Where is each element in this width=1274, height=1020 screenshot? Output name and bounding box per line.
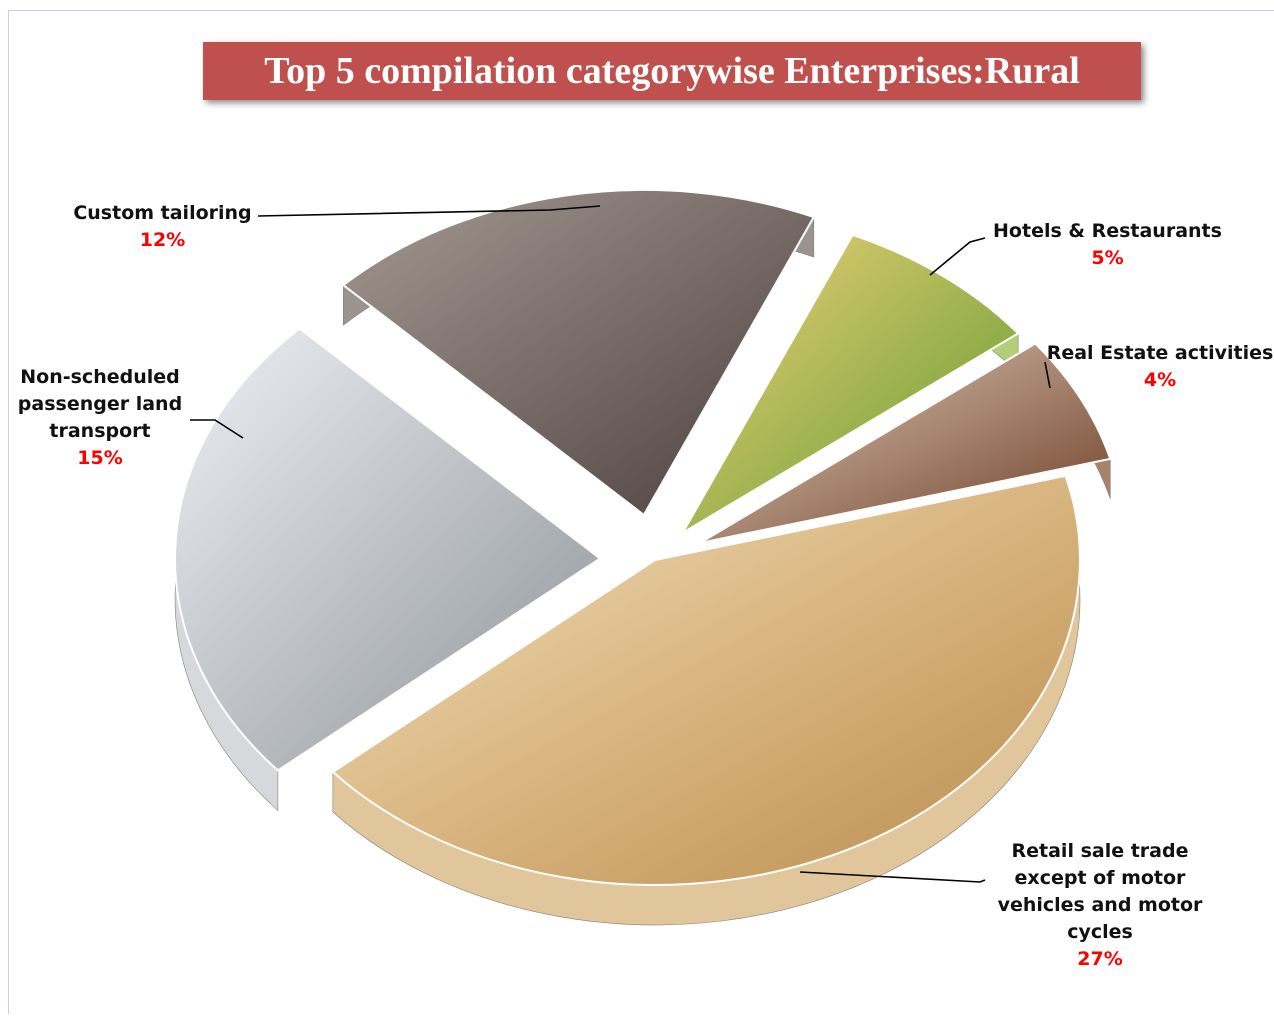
label-real-estate: Real Estate activities 4% — [1045, 340, 1274, 394]
label-retail-trade-line1: Retail sale trade — [1011, 840, 1189, 862]
label-retail-trade-line3: vehicles and motor — [997, 894, 1203, 916]
label-passenger-transport-line3: transport — [49, 420, 151, 442]
leader-custom-tailoring — [257, 205, 601, 217]
label-retail-trade-percent: 27% — [1077, 948, 1123, 970]
leader-real-estate — [1044, 361, 1051, 389]
label-passenger-transport-line1: Non-scheduled — [20, 366, 180, 388]
pie-slice-retail-trade — [331, 474, 1081, 886]
label-retail-trade-line4: cycles — [1067, 921, 1133, 943]
label-real-estate-percent: 4% — [1143, 369, 1177, 391]
label-hotels-restaurants-percent: 5% — [1091, 247, 1124, 269]
label-custom-tailoring-percent: 12% — [139, 229, 186, 251]
label-retail-trade: Retail sale trade except of motor vehicl… — [985, 838, 1215, 973]
leader-retail-trade — [799, 871, 986, 883]
chart-frame — [8, 10, 1274, 1014]
chart-title: Top 5 compilation categorywise Enterpris… — [203, 42, 1141, 100]
label-real-estate-name: Real Estate activities — [1046, 342, 1274, 364]
pie-slice-custom-tailoring — [341, 188, 816, 517]
pie-slice-real-estate — [699, 342, 1112, 544]
pie-slice-passenger-transport — [174, 327, 602, 772]
label-hotels-restaurants: Hotels & Restaurants 5% — [985, 218, 1230, 272]
label-passenger-transport: Non-scheduled passenger land transport 1… — [0, 364, 200, 472]
label-hotels-restaurants-name: Hotels & Restaurants — [993, 220, 1222, 242]
leader-passenger-transport — [190, 419, 244, 439]
leader-hotels-restaurants — [929, 237, 986, 276]
label-passenger-transport-line2: passenger land — [17, 393, 183, 415]
label-retail-trade-line2: except of motor — [1014, 867, 1186, 889]
label-custom-tailoring: Custom tailoring 12% — [60, 200, 265, 254]
label-custom-tailoring-name: Custom tailoring — [73, 202, 252, 224]
pie-slice-hotels-restaurants — [679, 233, 1020, 536]
label-passenger-transport-percent: 15% — [77, 447, 123, 469]
